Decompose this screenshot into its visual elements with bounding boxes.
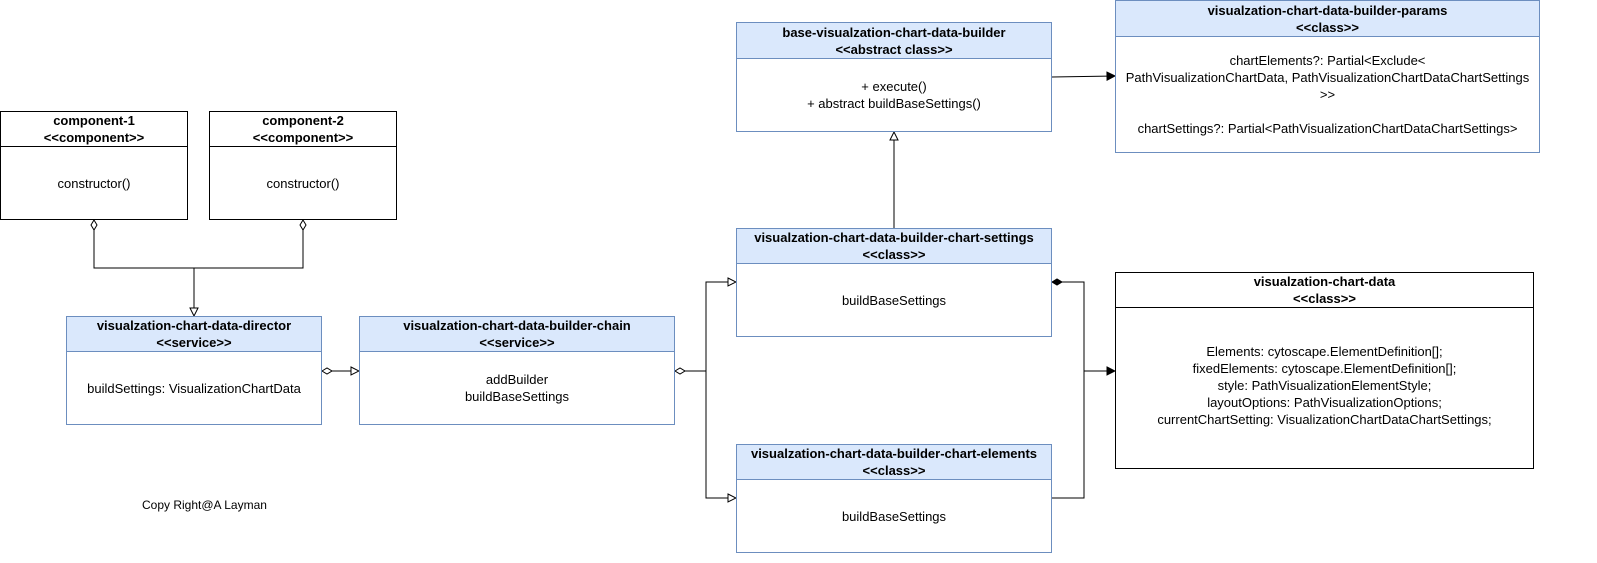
- base-builder-stereotype: <<abstract class>>: [835, 41, 953, 57]
- chart-settings-builder-member: buildBaseSettings: [841, 292, 947, 308]
- builder-params-member-4: [1116, 103, 1539, 120]
- component-1-title: component-1: [53, 113, 135, 128]
- director-stereotype: <<service>>: [156, 335, 232, 350]
- chart-settings-builder-title: visualzation-chart-data-builder-chart-se…: [754, 230, 1034, 245]
- chart-elements-builder-box[interactable]: visualzation-chart-data-builder-chart-el…: [736, 444, 1052, 553]
- edge-component2-director: [194, 219, 307, 269]
- builder-params-member-1: chartElements?: Partial<Exclude<: [1229, 53, 1426, 68]
- builder-chain-stereotype: <<service>>: [479, 335, 555, 350]
- base-builder-member-1: + execute(): [861, 79, 927, 94]
- component-2-member: constructor(): [266, 175, 340, 191]
- component-2-stereotype: <<component>>: [252, 130, 354, 145]
- director-title: visualzation-chart-data-director: [96, 318, 292, 333]
- chart-data-title: visualzation-chart-data: [1253, 274, 1396, 289]
- copyright-text: Copy Right@A Layman: [142, 498, 267, 512]
- chart-data-member-5: currentChartSetting: VisualizationChartD…: [1157, 412, 1492, 427]
- chart-data-box[interactable]: visualzation-chart-data <<class>> Elemen…: [1115, 272, 1534, 469]
- builder-chain-member-2: buildBaseSettings: [464, 389, 570, 404]
- component-1-member: constructor(): [57, 175, 131, 191]
- chart-settings-builder-stereotype: <<class>>: [862, 247, 926, 262]
- director-box[interactable]: visualzation-chart-data-director <<servi…: [66, 316, 322, 425]
- builder-params-member-3: >>: [1319, 87, 1336, 102]
- chart-data-member-4: layoutOptions: PathVisualizationOptions;: [1207, 395, 1442, 410]
- chart-data-member-3: style: PathVisualizationElementStyle;: [1217, 378, 1432, 393]
- chart-data-member-1: Elements: cytoscape.ElementDefinition[];: [1206, 344, 1443, 359]
- base-builder-member-2: + abstract buildBaseSettings(): [807, 96, 981, 111]
- edge-chain-settings: [675, 282, 736, 371]
- builder-params-stereotype: <<class>>: [1296, 19, 1359, 35]
- component-1-box[interactable]: component-1 <<component>> constructor(): [0, 111, 188, 220]
- builder-chain-box[interactable]: visualzation-chart-data-builder-chain <<…: [359, 316, 675, 425]
- component-1-stereotype: <<component>>: [43, 130, 145, 145]
- chart-data-stereotype: <<class>>: [1293, 291, 1356, 306]
- component-2-box[interactable]: component-2 <<component>> constructor(): [209, 111, 397, 220]
- builder-chain-title: visualzation-chart-data-builder-chain: [403, 318, 631, 333]
- chart-data-member-2: fixedElements: cytoscape.ElementDefiniti…: [1192, 361, 1457, 376]
- base-builder-title: base-visualzation-chart-data-builder: [782, 24, 1006, 40]
- chart-settings-builder-box[interactable]: visualzation-chart-data-builder-chart-se…: [736, 228, 1052, 337]
- director-member: buildSettings: VisualizationChartData: [87, 380, 301, 396]
- edge-settings-chartdata: [1041, 278, 1085, 502]
- builder-chain-member-1: addBuilder: [485, 372, 549, 387]
- chart-elements-builder-title: visualzation-chart-data-builder-chart-el…: [750, 446, 1038, 461]
- component-2-title: component-2: [262, 113, 344, 128]
- builder-params-title: visualzation-chart-data-builder-params: [1207, 2, 1448, 18]
- builder-params-member-5: chartSettings?: Partial<PathVisualizatio…: [1137, 121, 1518, 136]
- builder-params-box[interactable]: visualzation-chart-data-builder-params <…: [1115, 0, 1540, 153]
- edge-component1-director: [94, 220, 194, 316]
- builder-params-member-2: PathVisualizationChartData, PathVisualiz…: [1125, 70, 1530, 85]
- edge-base-params: [1051, 76, 1115, 77]
- base-builder-box[interactable]: base-visualzation-chart-data-builder <<a…: [736, 22, 1052, 132]
- edge-chain-elements: [705, 371, 736, 498]
- chart-elements-builder-stereotype: <<class>>: [862, 463, 926, 478]
- chart-elements-builder-member: buildBaseSettings: [841, 508, 947, 524]
